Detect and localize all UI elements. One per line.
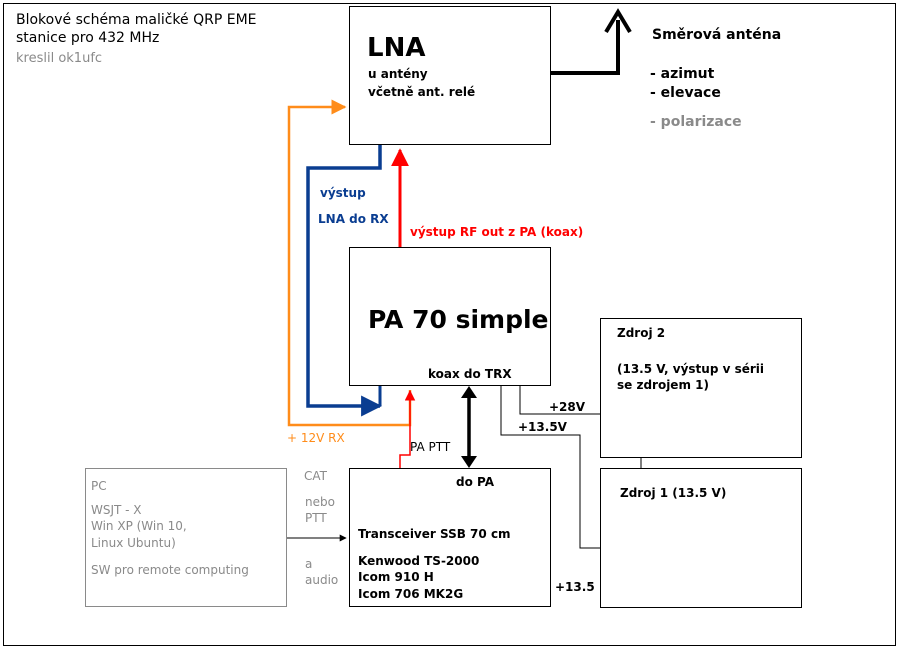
trx-top-label: do PA — [456, 475, 495, 489]
diagram-title-line2: stanice pro 432 MHz — [16, 30, 159, 46]
pa-koax-label: koax do TRX — [428, 367, 512, 381]
plus28v-label: +28V — [549, 400, 586, 414]
antenna-item-polarizace: - polarizace — [650, 114, 742, 130]
antenna-arrowhead-icon — [604, 8, 632, 34]
rf-out-label: výstup RF out z PA (koax) — [410, 225, 583, 239]
nebo-label: nebo — [305, 495, 335, 509]
trx-line4: Icom 706 MK2G — [358, 587, 463, 601]
pc-line1: WSJT - X — [91, 503, 142, 517]
pc-line4: SW pro remote computing — [91, 563, 249, 577]
lna-title: LNA — [367, 33, 425, 63]
ptt-label: PTT — [305, 511, 327, 525]
pc-line2: Win XP (Win 10, — [91, 519, 187, 533]
antenna-title: Směrová anténa — [652, 27, 781, 43]
zdroj2-title: Zdroj 2 — [617, 326, 665, 340]
plus135v-label: +13.5V — [518, 420, 568, 434]
author-credit: kreslil ok1ufc — [16, 51, 102, 66]
vystup-label: výstup — [320, 186, 366, 200]
plus12v-label: + 12V RX — [287, 431, 345, 445]
pa-ptt-line — [399, 389, 416, 468]
zdroj2-line2: se zdrojem 1) — [617, 378, 709, 392]
zdroj1-title: Zdroj 1 (13.5 V) — [620, 486, 726, 500]
antenna-item-elevace: - elevace — [650, 85, 721, 101]
koax-arrow-up-icon — [461, 386, 477, 398]
audio-label: audio — [305, 573, 338, 587]
outer-frame — [3, 3, 896, 646]
zdroj2-box — [600, 318, 802, 458]
lna-do-rx-label: LNA do RX — [318, 212, 389, 226]
lna-line2: včetně ant. relé — [368, 85, 475, 99]
plus28v-line — [519, 385, 600, 415]
trx-line2: Kenwood TS-2000 — [358, 554, 479, 568]
lna-box — [349, 6, 551, 145]
trx-box — [349, 468, 551, 607]
pc-box — [85, 468, 287, 607]
lna-do-rx-line — [306, 145, 383, 417]
lna-line1: u antény — [368, 67, 428, 81]
plus135v-line — [500, 385, 600, 549]
pc-title: PC — [91, 479, 107, 493]
a-label: a — [305, 557, 312, 571]
koax-arrow-down-icon — [461, 456, 477, 468]
pa-title: PA 70 simple — [368, 305, 549, 334]
plus135-label: +13.5 — [555, 580, 595, 594]
diagram-title-line1: Blokové schéma maličké QRP EME — [16, 12, 257, 28]
zdroj1-box — [600, 468, 802, 608]
antenna-item-azimut: - azimut — [650, 66, 715, 82]
zdroj2-line1: (13.5 V, výstup v sérii — [617, 362, 764, 376]
pa-box — [349, 247, 551, 386]
antenna-feedline — [550, 20, 620, 75]
pc-line3: Linux Ubuntu) — [91, 536, 176, 550]
pa-ptt-label: PA PTT — [410, 440, 451, 454]
trx-line1: Transceiver SSB 70 cm — [358, 527, 511, 541]
trx-line3: Icom 910 H — [358, 570, 434, 584]
cat-label: CAT — [304, 469, 328, 483]
